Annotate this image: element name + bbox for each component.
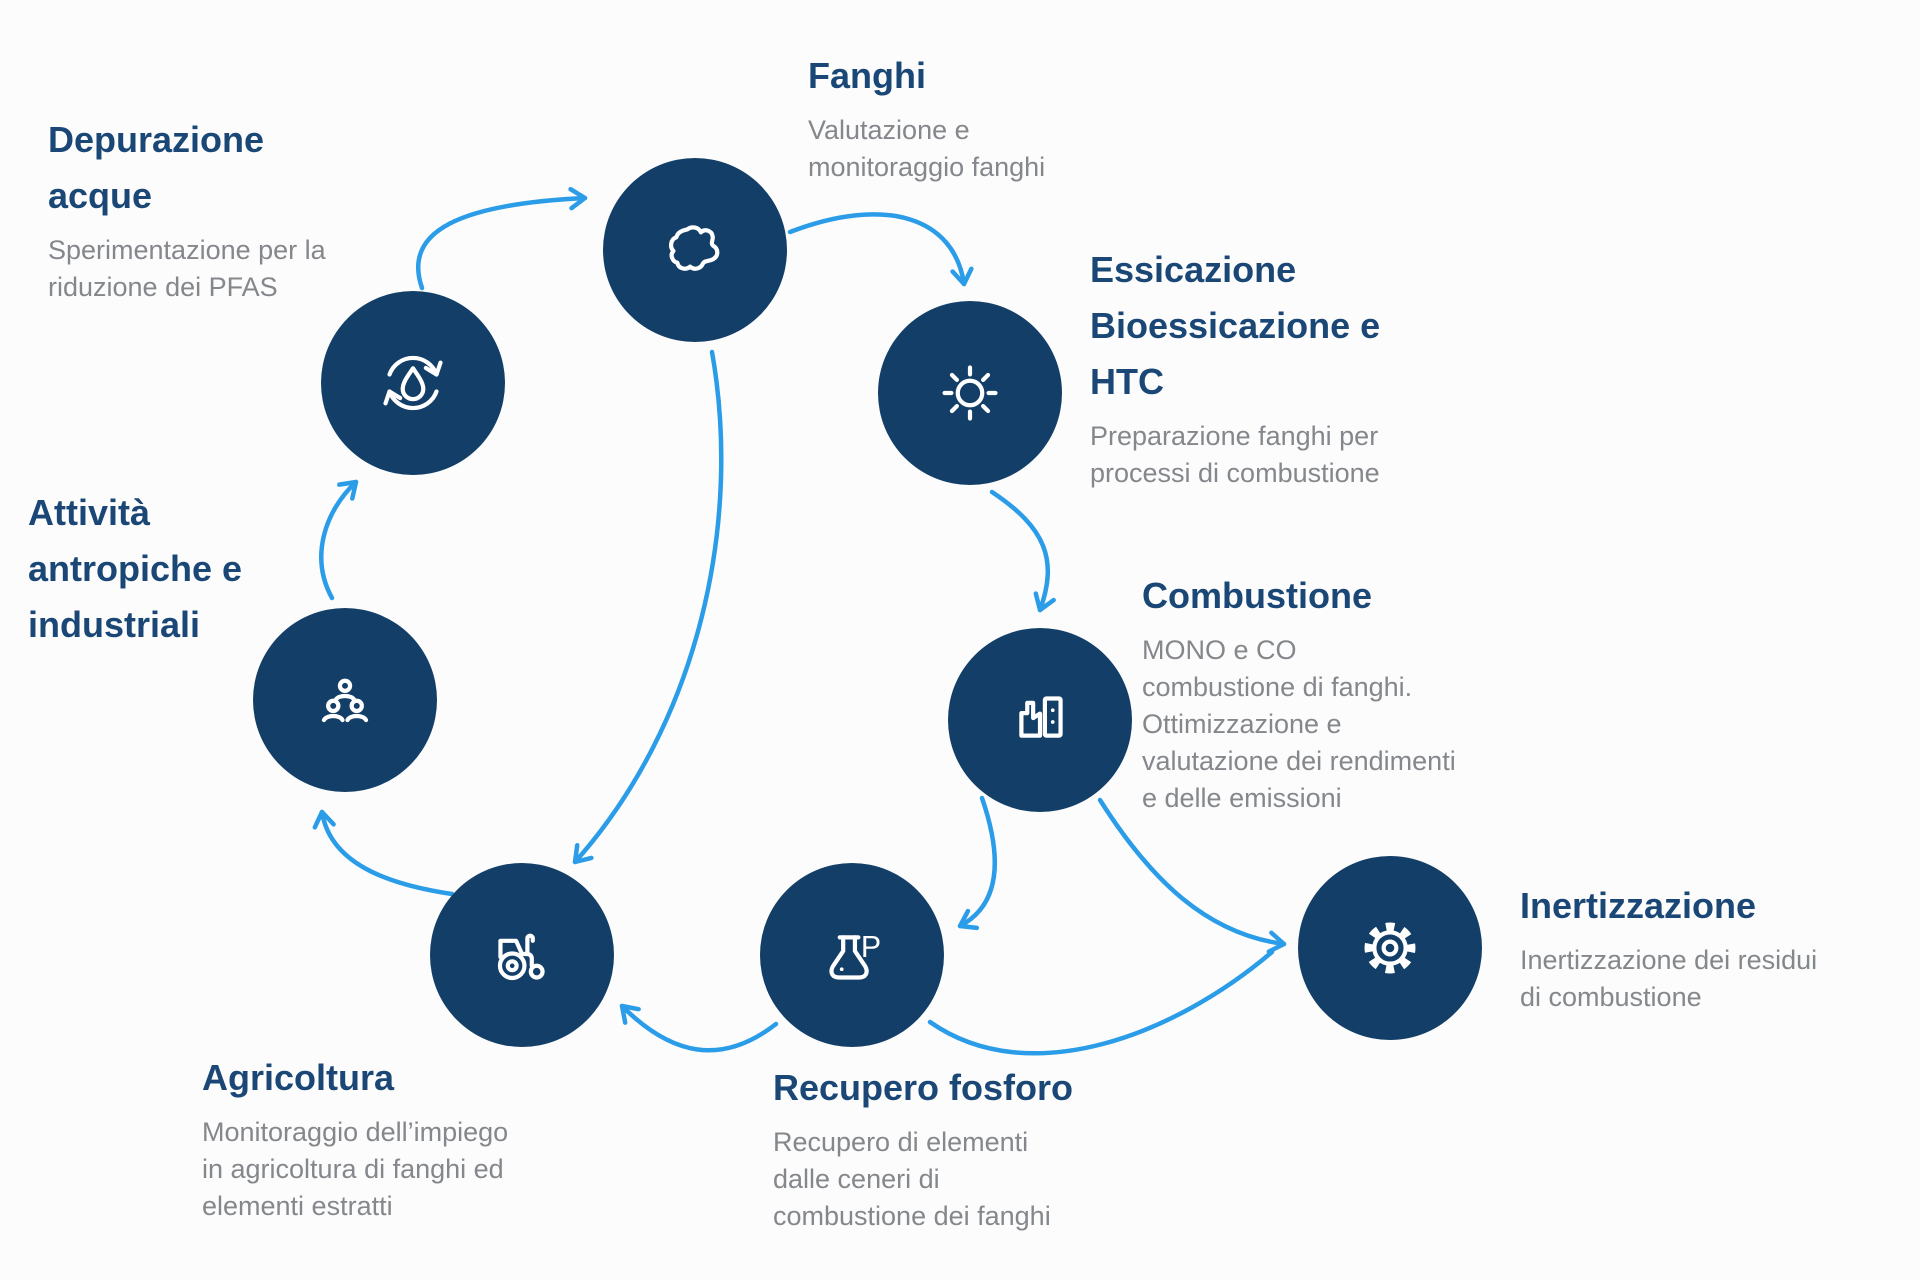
people-icon <box>321 678 369 723</box>
arrow-fanghi-essicazione <box>787 212 974 287</box>
arrow-attivita-depurazione <box>319 479 359 601</box>
essicazione-description: Preparazione fanghi per processi di comb… <box>1090 421 1380 488</box>
tractor-icon <box>497 933 545 981</box>
arrow-depurazione-fanghi <box>415 186 588 291</box>
arrow-combustione-inertizzazione <box>1097 797 1287 954</box>
flask-phosphorus-icon: P <box>829 931 881 980</box>
incinerator-icon <box>1019 696 1063 738</box>
node-attivita-antropiche-circle <box>253 608 437 792</box>
attivita-antropiche-label: Attività antropiche e industriali <box>28 485 242 661</box>
arrow-essicazione-combustione <box>989 489 1056 613</box>
sludge-blob-icon <box>669 225 720 271</box>
attivita-antropiche-title: Attività antropiche e industriali <box>28 492 243 645</box>
recupero-fosforo-description: Recupero di elementi dalle ceneri di com… <box>773 1127 1051 1231</box>
combustione-title: Combustione <box>1142 575 1372 616</box>
gear-icon <box>1364 922 1416 974</box>
node-inertizzazione-circle <box>1298 856 1482 1040</box>
node-depurazione-circle <box>321 291 505 475</box>
recupero-fosforo-label: Recupero fosforo Recupero di elementi da… <box>773 1060 1073 1235</box>
arrow-combustione-recupero <box>957 795 997 931</box>
agricoltura-title: Agricoltura <box>202 1057 395 1098</box>
essicazione-title: Essicazione Bioessicazione e HTC <box>1090 249 1381 402</box>
node-combustione-circle <box>948 628 1132 812</box>
depurazione-label: Depurazione acque Sperimentazione per la… <box>48 112 326 306</box>
essicazione-label: Essicazione Bioessicazione e HTC Prepara… <box>1090 242 1380 492</box>
phosphorus-letter: P <box>861 931 881 964</box>
arrow-agricoltura-attivita <box>312 809 455 897</box>
node-essicazione-circle <box>878 301 1062 485</box>
depurazione-title: Depurazione acque <box>48 119 265 216</box>
node-agricoltura-circle <box>430 863 614 1047</box>
inertizzazione-label: Inertizzazione Inertizzazione dei residu… <box>1520 878 1817 1016</box>
fanghi-title: Fanghi <box>808 55 926 96</box>
fanghi-description: Valutazione e monitoraggio fanghi <box>808 115 1046 182</box>
sun-icon <box>942 365 998 421</box>
arrow-recupero-inertizzazione <box>927 949 1275 1056</box>
combustione-label: Combustione MONO e CO combustione di fan… <box>1142 568 1456 817</box>
fanghi-label: Fanghi Valutazione e monitoraggio fanghi <box>808 48 1045 186</box>
recupero-fosforo-title: Recupero fosforo <box>773 1067 1074 1108</box>
node-recupero-fosforo-circle: P <box>760 863 944 1047</box>
node-fanghi-circle <box>603 158 787 342</box>
combustione-description: MONO e CO combustione di fanghi. Ottimiz… <box>1142 635 1456 813</box>
inertizzazione-description: Inertizzazione dei residui di combustion… <box>1520 945 1818 1012</box>
depurazione-description: Sperimentazione per la riduzione dei PFA… <box>48 235 326 302</box>
arrow-recupero-agricoltura <box>619 1003 779 1053</box>
agricoltura-label: Agricoltura Monitoraggio dell’impiego in… <box>202 1050 508 1225</box>
water-cycle-icon <box>383 355 443 411</box>
agricoltura-description: Monitoraggio dell’impiego in agricoltura… <box>202 1117 509 1221</box>
arrow-fanghi-agricoltura <box>572 349 724 865</box>
inertizzazione-title: Inertizzazione <box>1520 885 1757 926</box>
